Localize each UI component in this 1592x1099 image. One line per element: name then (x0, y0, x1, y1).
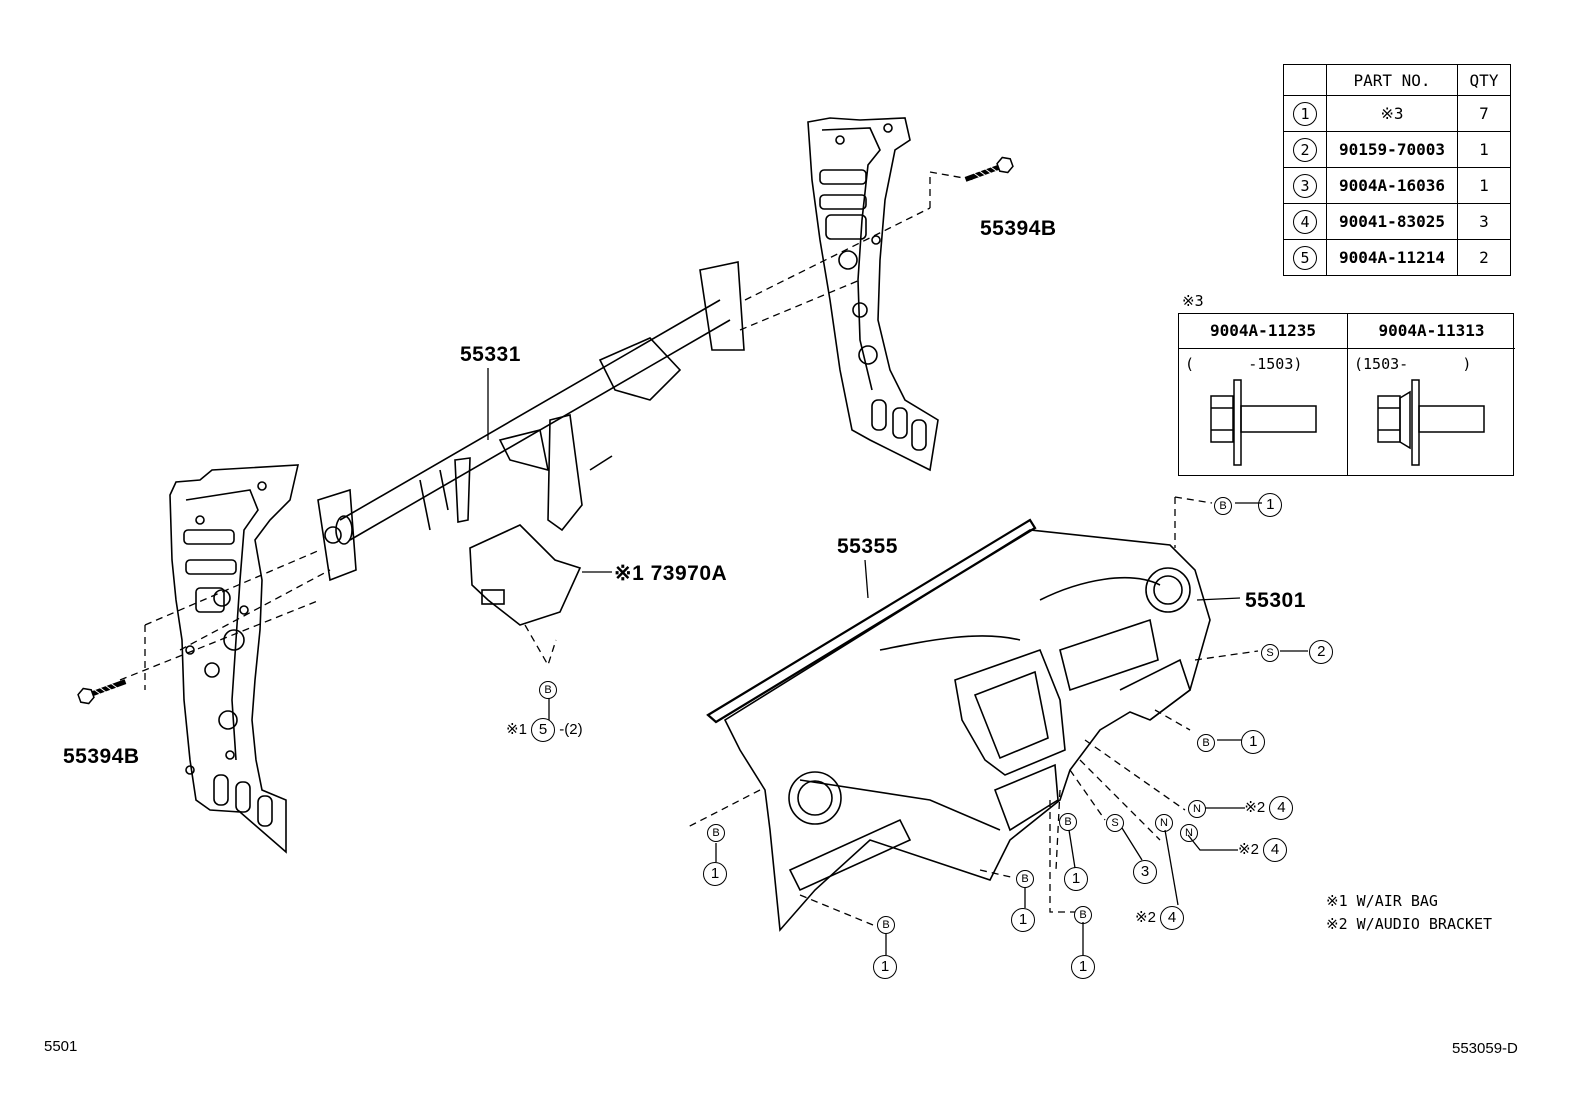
screw-55394b-top (963, 155, 1015, 187)
screw-55394b-left (77, 674, 129, 706)
airbag-bracket (469, 524, 582, 626)
callout-1-bottom-left: 1 (873, 955, 897, 979)
left-side-bracket (169, 464, 300, 854)
bolt-variant-1-drawing (1210, 379, 1317, 466)
callout-n-audio-2: N (1180, 823, 1198, 842)
header-part-no: PART NO. (1326, 64, 1458, 96)
row-ref: 4 (1283, 203, 1327, 240)
label-55355: 55355 (837, 535, 898, 558)
row-ref: 1 (1283, 95, 1327, 132)
callout-n-audio-1: N ※2 4 (1188, 796, 1294, 820)
variant-box: 9004A-11235 ( -1503) 9004A-11313 (1503- … (1178, 313, 1515, 476)
row-part-no: 9004A-16036 (1326, 167, 1458, 204)
dashed-leader-lines (119, 171, 1259, 926)
table-row: 2 90159-70003 1 (1283, 131, 1511, 168)
callout-1-bottom-right: 1 (1071, 955, 1095, 979)
callout-b-airbag: B (539, 680, 557, 699)
row-ref: 3 (1283, 167, 1327, 204)
footer-left-code: 5501 (44, 1038, 78, 1055)
table-row: 1 ※3 7 (1283, 95, 1511, 132)
footer-right-code: 553059-D (1452, 1040, 1518, 1057)
variant-mark: ※3 (1182, 292, 1204, 310)
callout-1-center: 1 (1064, 867, 1088, 891)
row-qty: 1 (1457, 167, 1511, 204)
callout-s-3: S (1106, 813, 1124, 832)
row-ref: 2 (1283, 131, 1327, 168)
callout-b-left: B (707, 823, 725, 842)
variant-part-no: 9004A-11313 (1348, 314, 1515, 349)
callout-3: 3 (1133, 860, 1157, 884)
row-part-no: 90159-70003 (1326, 131, 1458, 168)
legend-note-1: ※1 W/AIR BAG (1326, 892, 1438, 910)
row-qty: 2 (1457, 239, 1511, 276)
header-ref (1283, 64, 1327, 96)
variant-column-1: 9004A-11235 ( -1503) (1179, 314, 1347, 475)
row-qty: 1 (1457, 131, 1511, 168)
callout-b-right-mid: B 1 (1197, 730, 1266, 754)
variant-part-no: 9004A-11235 (1179, 314, 1347, 349)
label-55394b-top: 55394B (980, 217, 1057, 240)
label-55301: 55301 (1245, 589, 1306, 612)
variant-range: ( -1503) (1185, 355, 1303, 373)
parts-table: PART NO. QTY 1 ※3 7 2 90159-70003 1 3 90… (1283, 64, 1511, 276)
bolt-variant-2-drawing (1377, 379, 1485, 466)
parts-table-header: PART NO. QTY (1283, 64, 1511, 96)
label-55331: 55331 (460, 343, 521, 366)
table-row: 5 9004A-11214 2 (1283, 239, 1511, 276)
header-qty: QTY (1457, 64, 1511, 96)
variant-column-2: 9004A-11313 (1503- ) (1347, 314, 1515, 475)
table-row: 4 90041-83025 3 (1283, 203, 1511, 240)
callout-b-bottom-mid: B (1016, 869, 1034, 888)
label-55394b-left: 55394B (63, 745, 140, 768)
row-part-no: 90041-83025 (1326, 203, 1458, 240)
row-ref: 5 (1283, 239, 1327, 276)
right-side-bracket (807, 117, 939, 472)
instrument-panel (706, 518, 1211, 932)
callout-airbag-qty: ※1 5 -(2) (506, 718, 583, 742)
row-qty: 7 (1457, 95, 1511, 132)
instrument-panel-reinforcement (317, 261, 745, 582)
callout-1-left: 1 (703, 862, 727, 886)
table-row: 3 9004A-16036 1 (1283, 167, 1511, 204)
legend-note-2: ※2 W/AUDIO BRACKET (1326, 915, 1493, 933)
row-qty: 3 (1457, 203, 1511, 240)
callout-audio-2-label: ※2 4 (1238, 838, 1288, 862)
callout-b-center: B (1059, 812, 1077, 831)
callout-b-top-right: B 1 (1214, 493, 1283, 517)
label-73970a: ※1 73970A (614, 562, 728, 585)
callout-s-2: S 2 (1261, 640, 1334, 664)
callout-b-bottom-left: B (877, 915, 895, 934)
row-part-no: ※3 (1326, 95, 1458, 132)
callout-audio-3-label: ※2 4 (1135, 906, 1185, 930)
variant-range: (1503- ) (1354, 355, 1472, 373)
callout-n-audio-3: N (1155, 813, 1173, 832)
callout-b-bottom-right: B (1074, 905, 1092, 924)
row-part-no: 9004A-11214 (1326, 239, 1458, 276)
callout-1-bottom-mid: 1 (1011, 908, 1035, 932)
